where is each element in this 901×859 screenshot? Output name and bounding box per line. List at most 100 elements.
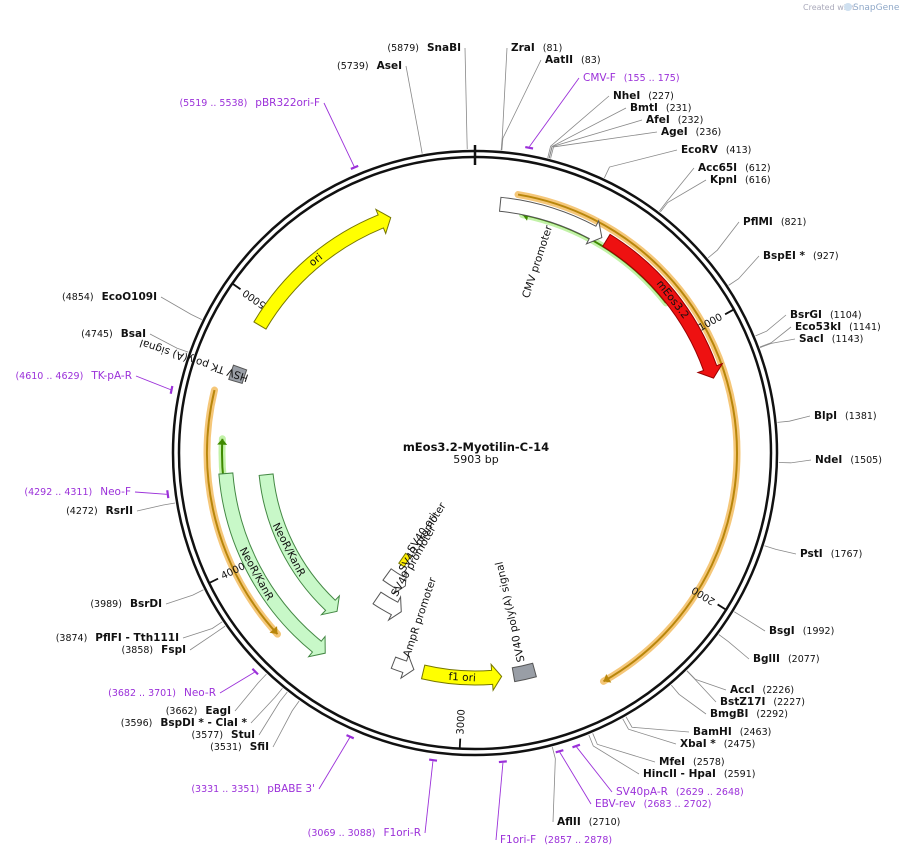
restriction-site[interactable]: SfiI(3531) bbox=[210, 700, 300, 753]
primer-name: F1ori-R bbox=[384, 827, 421, 839]
restriction-site[interactable]: AflII(2710) bbox=[551, 746, 620, 828]
restriction-site[interactable]: AatII(83) bbox=[501, 54, 601, 151]
feature-sv40p2-shape[interactable] bbox=[372, 591, 402, 622]
restriction-site[interactable]: PstI(1767) bbox=[764, 545, 863, 560]
feature-sv40pa[interactable]: SV40 poly(A) signal bbox=[493, 560, 537, 683]
primer-site[interactable]: pBR322ori-F(5519 .. 5538) bbox=[179, 97, 359, 170]
site-name: BglII bbox=[753, 653, 780, 665]
restriction-site[interactable]: EcoRV(413) bbox=[604, 144, 751, 179]
restriction-site[interactable]: BspEI *(927) bbox=[728, 250, 839, 286]
site-leader-line bbox=[250, 687, 283, 724]
site-name: SacI bbox=[799, 333, 824, 345]
restriction-site[interactable]: BamHI(2463) bbox=[625, 716, 771, 738]
restriction-site[interactable]: HincII - HpaI(2591) bbox=[588, 734, 756, 780]
restriction-site[interactable]: BsrDI(3989) bbox=[90, 589, 204, 610]
primer-site[interactable]: F1ori-R(3069 .. 3088) bbox=[308, 758, 438, 839]
restriction-site[interactable]: BlpI(1381) bbox=[777, 410, 877, 423]
restriction-site[interactable]: XbaI *(2475) bbox=[622, 718, 756, 750]
restriction-site[interactable]: FspI(3858) bbox=[122, 625, 226, 656]
primer-site[interactable]: Neo-F(4292 .. 4311) bbox=[24, 486, 170, 499]
feature-neo1-shape[interactable] bbox=[218, 472, 326, 658]
primer-name: CMV-F bbox=[583, 72, 616, 84]
site-leader-line bbox=[547, 95, 610, 158]
site-name: BstZ17I bbox=[720, 696, 765, 708]
restriction-site[interactable]: AseI(5739) bbox=[337, 60, 423, 154]
site-name: AseI bbox=[377, 60, 402, 72]
site-leader-line bbox=[165, 589, 204, 605]
primer-mark bbox=[169, 385, 174, 394]
primer-mark bbox=[525, 146, 534, 150]
restriction-site[interactable]: BmgBI(2292) bbox=[670, 684, 788, 720]
feature-sv40p1-shape[interactable] bbox=[382, 568, 407, 595]
site-name: PflFI - Tth111I bbox=[95, 632, 179, 644]
restriction-site[interactable]: BsgI(1992) bbox=[734, 611, 834, 637]
restriction-site[interactable]: BsrGI(1104) bbox=[755, 309, 862, 337]
restriction-site[interactable]: ZraI(81) bbox=[500, 42, 562, 151]
site-leader-line bbox=[686, 670, 717, 703]
site-leader-line bbox=[464, 47, 468, 150]
site-name: Eco53kI bbox=[795, 321, 841, 333]
feature-neo2-shape[interactable] bbox=[258, 473, 341, 616]
restriction-site[interactable]: StuI(3577) bbox=[191, 691, 288, 741]
site-position: (1381) bbox=[845, 411, 877, 422]
feature-meos-shape[interactable] bbox=[602, 233, 724, 379]
site-leader-line bbox=[405, 65, 423, 154]
restriction-site[interactable]: AgeI(236) bbox=[550, 126, 722, 159]
primer-site[interactable]: F1ori-F(2857 .. 2878) bbox=[495, 760, 612, 846]
primer-site[interactable]: EBV-rev(2683 .. 2702) bbox=[555, 749, 712, 810]
site-name: BamHI bbox=[693, 726, 732, 738]
primer-site[interactable]: TK-pA-R(4610 .. 4629) bbox=[15, 370, 174, 394]
restriction-site[interactable]: BspDI * - ClaI *(3596) bbox=[121, 687, 283, 729]
primer-mark bbox=[428, 758, 438, 762]
site-position: (236) bbox=[696, 127, 722, 138]
feature-f1ori[interactable]: f1 ori bbox=[420, 662, 503, 692]
site-position: (3577) bbox=[191, 730, 223, 741]
restriction-site[interactable]: BstZ17I (2227) bbox=[686, 670, 805, 708]
primer-mark bbox=[498, 760, 507, 764]
primer-site[interactable]: SV40pA-R(2629 .. 2648) bbox=[572, 743, 744, 798]
site-leader-line bbox=[548, 107, 627, 159]
restriction-site[interactable]: MfeI(2578) bbox=[592, 733, 725, 768]
restriction-site[interactable]: EcoO109I(4854) bbox=[62, 291, 203, 320]
restriction-site[interactable]: EagI(3662) bbox=[166, 673, 267, 717]
feature-f1ori-shape[interactable] bbox=[420, 662, 503, 692]
restriction-site[interactable]: SacI(1143) bbox=[759, 333, 863, 348]
site-name: BsaI bbox=[121, 328, 146, 340]
feature-ori[interactable]: ori bbox=[253, 208, 392, 330]
restriction-site[interactable]: NheI(227) bbox=[547, 90, 674, 158]
feature-cmv-shape[interactable] bbox=[498, 196, 603, 245]
restriction-site[interactable]: AfeI(232) bbox=[548, 114, 703, 159]
feature-neo1-label: NeoR/KanR bbox=[237, 545, 276, 602]
primer-name: Neo-R bbox=[184, 687, 216, 699]
site-name: BmgBI bbox=[710, 708, 748, 720]
feature-ampr-shape[interactable] bbox=[390, 653, 415, 680]
site-position: (5879) bbox=[387, 43, 419, 54]
site-name: NdeI bbox=[815, 454, 842, 466]
restriction-site[interactable]: PflMI(821) bbox=[707, 216, 806, 259]
credit-brand: SnapGene bbox=[853, 3, 900, 13]
restriction-site[interactable]: Acc65I(612) bbox=[659, 162, 771, 212]
restriction-site[interactable]: KpnI(616) bbox=[660, 174, 771, 213]
feature-hsvtk-shape[interactable] bbox=[228, 364, 248, 385]
primer-site[interactable]: Neo-R(3682 .. 3701) bbox=[108, 667, 259, 699]
map-center-title: mEos3.2-Myotilin-C-14 5903 bp bbox=[403, 440, 549, 466]
restriction-site[interactable]: AccI(2226) bbox=[686, 670, 794, 696]
feature-cmv-label: CMV promoter bbox=[520, 223, 555, 299]
restriction-site[interactable]: SnaBI(5879) bbox=[387, 42, 468, 150]
primer-site[interactable]: CMV-F(155 .. 175) bbox=[525, 72, 680, 150]
site-name: SfiI bbox=[250, 741, 269, 753]
restriction-site[interactable]: RsrII(4272) bbox=[66, 502, 176, 517]
feature-sv40ori-shape[interactable] bbox=[398, 552, 412, 568]
site-position: (2227) bbox=[773, 697, 805, 708]
restriction-site[interactable]: BglII(2077) bbox=[718, 634, 820, 665]
feature-sv40pa-shape[interactable] bbox=[511, 662, 537, 683]
primer-position: (2683 .. 2702) bbox=[644, 799, 712, 810]
restriction-site[interactable]: NdeI(1505) bbox=[778, 454, 882, 466]
restriction-site[interactable]: PflFI - Tth111I(3874) bbox=[56, 621, 223, 644]
restriction-site[interactable]: Eco53kI(1141) bbox=[759, 321, 881, 348]
primer-site[interactable]: pBABE 3'(3331 .. 3351) bbox=[191, 734, 355, 795]
feature-ori-shape[interactable] bbox=[253, 208, 392, 330]
restriction-site[interactable]: BsaI(4745) bbox=[81, 328, 189, 353]
